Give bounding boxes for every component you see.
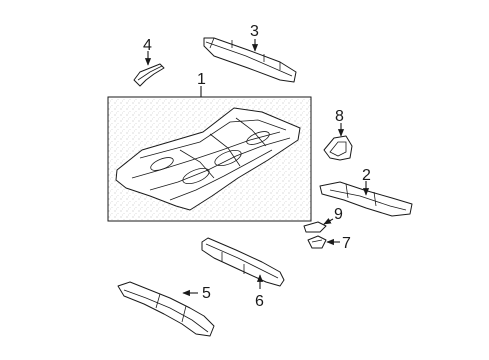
- floor-rail-icon: [201, 237, 285, 287]
- part-3-group: 3: [203, 23, 297, 83]
- clip-icon: [307, 235, 327, 249]
- part-4-group: 4: [133, 37, 165, 87]
- callout-9: 9: [334, 206, 343, 223]
- floor-pan-icon: [115, 107, 301, 211]
- side-rail-icon: [117, 281, 215, 337]
- callout-7: 7: [342, 235, 351, 252]
- plate-icon: [303, 221, 327, 233]
- callout-3: 3: [250, 23, 259, 40]
- callout-6: 6: [255, 293, 264, 310]
- loop-bracket-icon: [323, 135, 353, 161]
- crossmember-icon: [319, 181, 413, 217]
- part-8-group: 8: [323, 108, 353, 161]
- callout-8: 8: [335, 108, 344, 125]
- part-5-group: 5: [117, 281, 215, 337]
- callout-1: 1: [197, 71, 206, 88]
- part-2-group: 2: [319, 167, 413, 217]
- callout-5: 5: [202, 285, 211, 302]
- part-9-leader: [323, 217, 334, 225]
- part-6-group: 6: [201, 237, 285, 310]
- part-9-group: 9: [303, 206, 343, 233]
- part-1-floor-pan-group: 1: [107, 71, 312, 222]
- callout-4: 4: [143, 37, 152, 54]
- rear-crossmember-icon: [203, 37, 297, 83]
- callout-2: 2: [362, 167, 371, 184]
- bracket-icon: [133, 63, 165, 87]
- part-7-group: 7: [307, 235, 351, 252]
